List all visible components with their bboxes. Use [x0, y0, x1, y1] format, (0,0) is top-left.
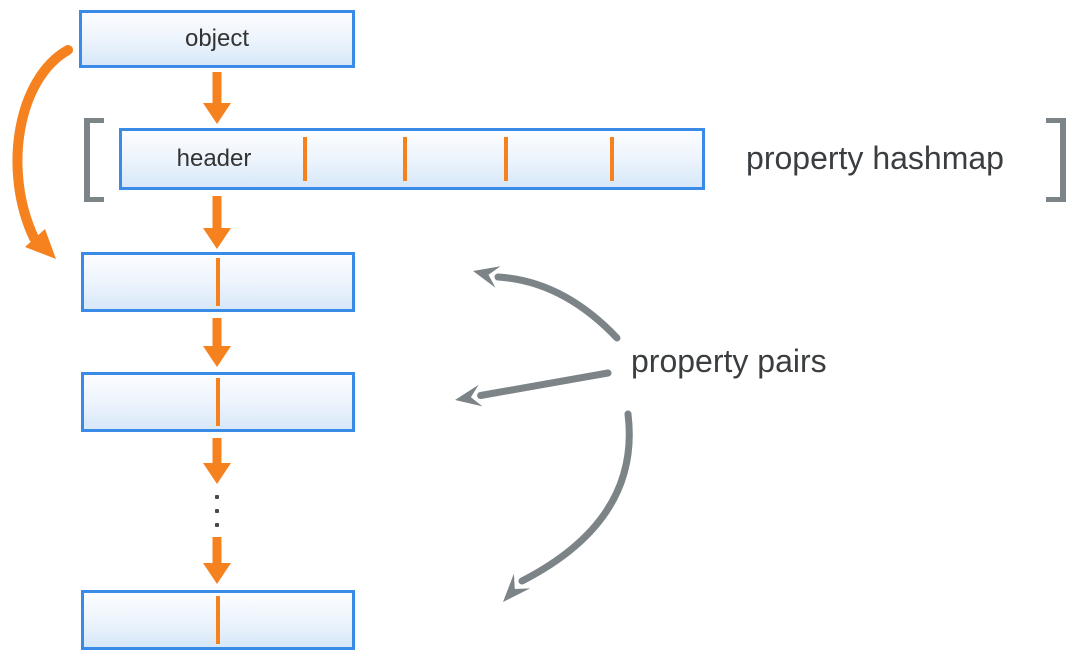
bucket-divider-tick: [403, 137, 407, 181]
gray-arrow-lower-curve: [518, 410, 633, 585]
hashmap-header-box: header: [119, 128, 705, 190]
property-pair-box-3: [81, 590, 355, 650]
pair-divider: [216, 378, 220, 426]
curved-arrow-icon-object-to-pairs: [12, 45, 73, 243]
object-box: object: [79, 10, 355, 68]
property-pair-box-1: [81, 252, 355, 312]
gray-arrow-upper-curve: [494, 273, 621, 342]
bucket-divider-tick: [303, 137, 307, 181]
bucket-divider-tick: [610, 137, 614, 181]
bucket-divider-tick: [504, 137, 508, 181]
ellipsis-dot: [215, 523, 219, 527]
header-box-label: header: [176, 145, 252, 172]
property-pairs-caption: property pairs: [631, 343, 827, 379]
property-pair-box-2: [81, 372, 355, 432]
arrow-down-icon-ellipsis-to-pair3: [203, 537, 231, 584]
property-hashmap-caption: property hashmap: [746, 140, 1004, 176]
object-box-label: object: [184, 25, 250, 52]
arrow-down-icon-header-to-pair1: [203, 196, 231, 249]
arrow-down-icon-pair2-to-ellipsis: [203, 438, 231, 484]
gray-arrow-lower-head-icon: [503, 573, 531, 602]
curved-arrow-head-object-to-pairs: [25, 229, 56, 259]
gray-arrow-middle-head-icon: [455, 384, 483, 407]
ellipsis-dot: [215, 509, 219, 513]
pair-divider: [216, 258, 220, 306]
ellipsis-dot: [215, 495, 219, 499]
gray-arrow-upper-head-icon: [473, 266, 501, 288]
arrow-down-icon-object-to-header: [203, 72, 231, 124]
hashmap-bracket-right-icon: [1046, 118, 1066, 202]
hashmap-bracket-left-icon: [84, 118, 104, 202]
arrow-down-icon-pair1-to-pair2: [203, 318, 231, 367]
gray-arrow-middle-line: [477, 369, 612, 399]
pair-divider: [216, 596, 220, 644]
